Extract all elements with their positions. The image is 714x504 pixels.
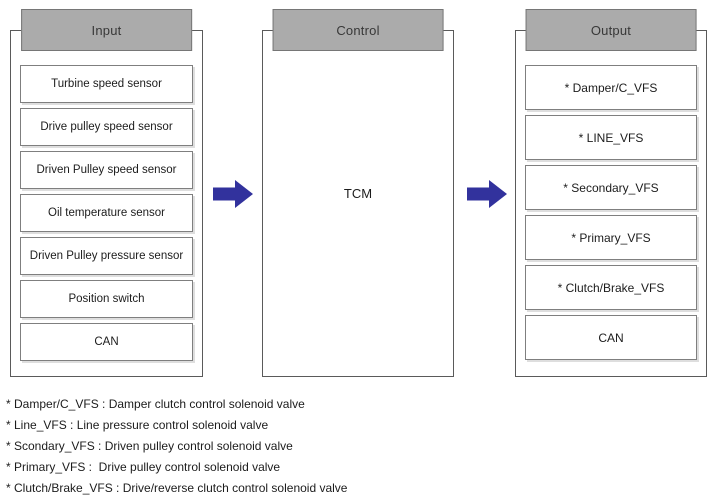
input-item-turbine-speed-sensor: Turbine speed sensor — [20, 65, 193, 103]
legend-line-damper: * Damper/C_VFS : Damper clutch control s… — [6, 397, 305, 411]
control-panel-frame — [262, 30, 454, 377]
tcm-io-diagram: Input Turbine speed sensor Drive pulley … — [10, 0, 707, 377]
input-item-position-switch: Position switch — [20, 280, 193, 318]
output-panel-header: Output — [525, 9, 697, 51]
output-item-clutch-brake-vfs: * Clutch/Brake_VFS — [525, 265, 697, 310]
right-arrow-icon — [213, 180, 253, 208]
legend-line-clutch-brake: * Clutch/Brake_VFS : Drive/reverse clutc… — [6, 481, 348, 495]
output-panel-body: * Damper/C_VFS * LINE_VFS * Secondary_VF… — [525, 65, 697, 360]
input-panel-header: Input — [20, 9, 193, 51]
output-item-damper-c-vfs: * Damper/C_VFS — [525, 65, 697, 110]
input-item-can: CAN — [20, 323, 193, 361]
input-item-driven-pulley-pressure-sensor: Driven Pulley pressure sensor — [20, 237, 193, 275]
control-panel-title: Control — [336, 22, 380, 38]
output-item-primary-vfs: * Primary_VFS — [525, 215, 697, 260]
input-panel: Input Turbine speed sensor Drive pulley … — [10, 0, 203, 377]
input-item-driven-pulley-speed-sensor: Driven Pulley speed sensor — [20, 151, 193, 189]
input-item-drive-pulley-speed-sensor: Drive pulley speed sensor — [20, 108, 193, 146]
input-item-oil-temperature-sensor: Oil temperature sensor — [20, 194, 193, 232]
legend-line-line: * Line_VFS : Line pressure control solen… — [6, 418, 269, 432]
right-arrow-icon — [467, 180, 507, 208]
output-item-secondary-vfs: * Secondary_VFS — [525, 165, 697, 210]
input-panel-title: Input — [91, 22, 122, 38]
control-panel: Control TCM — [262, 0, 454, 377]
output-panel-title: Output — [590, 22, 632, 38]
output-item-line-vfs: * LINE_VFS — [525, 115, 697, 160]
input-panel-body: Turbine speed sensor Drive pulley speed … — [20, 65, 193, 361]
control-panel-header: Control — [272, 9, 444, 51]
output-panel: Output * Damper/C_VFS * LINE_VFS * Secon… — [515, 0, 707, 377]
legend-line-primary: * Primary_VFS : Drive pulley control sol… — [6, 460, 281, 474]
legend: * Damper/C_VFS : Damper clutch control s… — [0, 386, 714, 499]
legend-line-secondary: * Scondary_VFS : Driven pulley control s… — [6, 439, 293, 453]
tcm-label: TCM — [343, 186, 373, 201]
output-item-can: CAN — [525, 315, 697, 360]
